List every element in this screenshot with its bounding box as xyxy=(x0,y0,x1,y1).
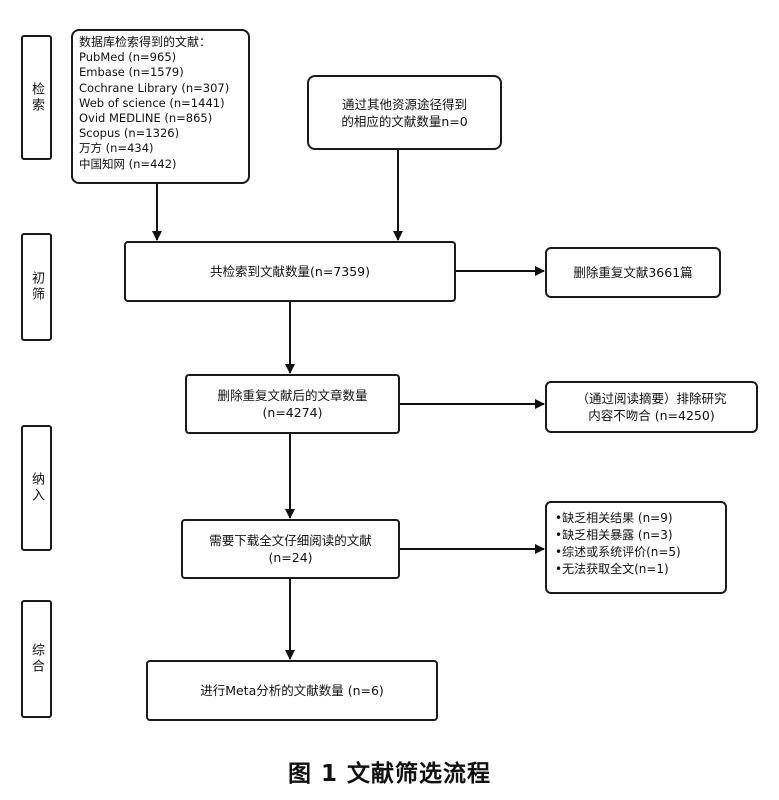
database-item: 万方 (n=434) xyxy=(79,141,154,156)
figure-caption: 图 1 文献筛选流程 xyxy=(287,761,492,787)
exclusion-reason: •综述或系统评价(n=5) xyxy=(555,545,681,559)
stage-search: 检索 xyxy=(21,35,52,160)
database-item: Ovid MEDLINE (n=865) xyxy=(79,111,213,126)
database-item: Web of science (n=1441) xyxy=(79,95,225,110)
exclusion-reason: •缺乏相关暴露 (n=3) xyxy=(555,528,673,542)
database-item: Cochrane Library (n=307) xyxy=(79,80,230,95)
stage-inclusion-label: 纳入 xyxy=(29,472,44,504)
fulltext-review-line: 需要下载全文仔细阅读的文献 xyxy=(209,533,372,548)
total-records-text: 共检索到文献数量(n=7359) xyxy=(210,264,370,279)
other-sources-line: 通过其他资源途径得到 xyxy=(341,96,467,112)
stage-search-label: 检索 xyxy=(29,81,44,114)
abstract-exclusion-line: （通过阅读摘要）排除研究 xyxy=(576,391,727,406)
abstract-exclusion-line: 内容不吻合 (n=4250) xyxy=(588,408,715,423)
removed-duplicates-box: 删除重复文献3661篇 xyxy=(545,247,721,298)
stage-inclusion: 纳入 xyxy=(21,425,52,551)
meta-analysis-box: 进行Meta分析的文献数量 (n=6) xyxy=(146,660,438,721)
fulltext-exclusions-box: •缺乏相关结果 (n=9) •缺乏相关暴露 (n=3) •综述或系统评价(n=5… xyxy=(545,501,727,594)
meta-analysis-text: 进行Meta分析的文献数量 (n=6) xyxy=(200,683,384,698)
fulltext-review-line: (n=24) xyxy=(268,550,313,565)
database-item: Scopus (n=1326) xyxy=(79,126,180,141)
other-sources-box: 通过其他资源途径得到 的相应的文献数量n=0 xyxy=(307,75,502,150)
database-item: Embase (n=1579) xyxy=(79,65,184,80)
total-records-box: 共检索到文献数量(n=7359) xyxy=(124,241,456,302)
exclusion-reason: •缺乏相关结果 (n=9) xyxy=(555,511,673,525)
database-box-title: 数据库检索得到的文献： xyxy=(79,35,212,49)
database-item: 中国知网 (n=442) xyxy=(79,156,177,171)
stage-synthesis: 综合 xyxy=(21,600,52,718)
fulltext-review-box: 需要下载全文仔细阅读的文献 (n=24) xyxy=(181,519,400,579)
stage-screening: 初筛 xyxy=(21,233,52,341)
other-sources-line: 的相应的文献数量n=0 xyxy=(341,113,468,129)
database-item: PubMed (n=965) xyxy=(79,50,177,65)
removed-duplicates-text: 删除重复文献3661篇 xyxy=(573,265,693,280)
after-dedup-line: 删除重复文献后的文章数量 xyxy=(217,388,368,403)
abstract-exclusion-box: （通过阅读摘要）排除研究 内容不吻合 (n=4250) xyxy=(545,381,758,433)
stage-screening-label: 初筛 xyxy=(29,271,44,303)
after-dedup-box: 删除重复文献后的文章数量 (n=4274) xyxy=(185,374,400,434)
stage-synthesis-label: 综合 xyxy=(29,643,44,675)
database-search-box: 数据库检索得到的文献： PubMed (n=965) Embase (n=157… xyxy=(71,29,250,184)
flow-arrows xyxy=(152,150,545,660)
after-dedup-line: (n=4274) xyxy=(262,405,323,420)
exclusion-reason: •无法获取全文(n=1) xyxy=(555,562,669,576)
